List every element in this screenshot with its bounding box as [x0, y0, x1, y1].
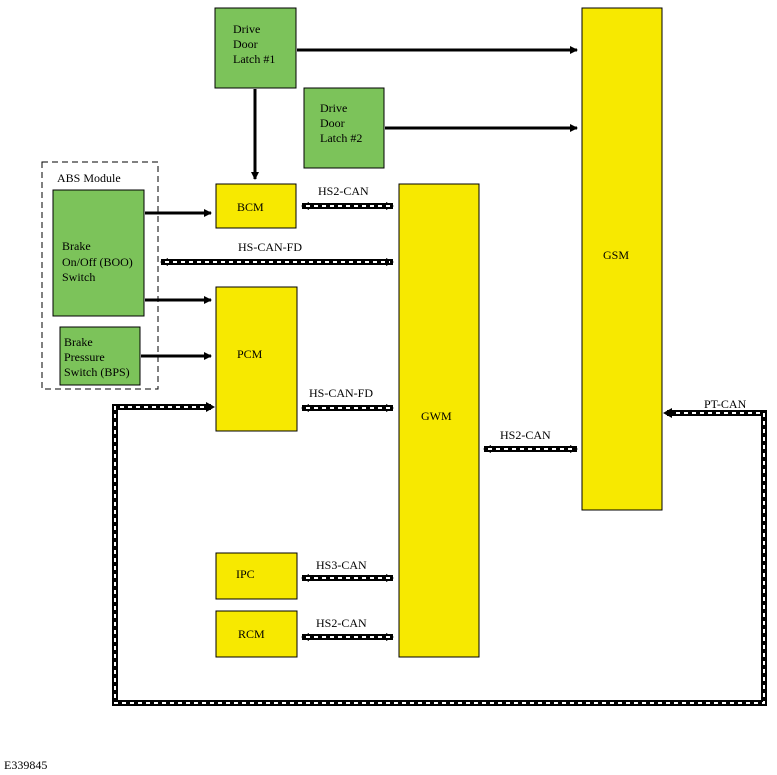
gwm-label: GWM [421, 409, 452, 423]
gsm-label: GSM [603, 248, 629, 262]
drive-door-latch-2-line-2: Door [320, 116, 345, 130]
pcm-label: PCM [237, 347, 263, 361]
boo-switch-line-1: Brake [62, 239, 91, 253]
bps-line-1: Brake [64, 335, 93, 349]
bps-module: Brake Pressure Switch (BPS) [59, 326, 141, 386]
boo-switch-line-2: On/Off (BOO) [62, 255, 133, 269]
rcm-label: RCM [238, 627, 265, 641]
boo-switch-line-3: Switch [62, 270, 95, 284]
boo-switch-module: Brake On/Off (BOO) Switch [52, 189, 145, 317]
abs-module-label: ABS Module [57, 171, 121, 185]
ipc-label: IPC [236, 567, 255, 581]
bus-label-pt-can: PT-CAN [704, 397, 747, 411]
drive-door-latch-2-line-1: Drive [320, 101, 347, 115]
drive-door-latch-1-line-3: Latch #1 [233, 52, 275, 66]
pcm-module: PCM [215, 286, 298, 432]
drive-door-latch-1-module: Drive Door Latch #1 [214, 7, 297, 89]
drive-door-latch-1-line-2: Door [233, 37, 258, 51]
bps-line-3: Switch (BPS) [64, 365, 130, 379]
bps-line-2: Pressure [64, 350, 105, 364]
bus-label-pcm-gwm: HS-CAN-FD [309, 386, 373, 400]
gsm-module: GSM [581, 7, 663, 511]
drive-door-latch-2-line-3: Latch #2 [320, 131, 362, 145]
hardwired-signals [141, 46, 578, 360]
figure-id: E339845 [4, 758, 47, 772]
pt-can-loop-bus [112, 402, 767, 706]
abs-module-group [41, 161, 159, 390]
bus-label-ipc-gwm: HS3-CAN [316, 558, 367, 572]
bus-label-bcm-gwm: HS2-CAN [318, 184, 369, 198]
bus-label-rcm-gwm: HS2-CAN [316, 616, 367, 630]
bcm-label: BCM [237, 200, 264, 214]
bus-label-gwm-gsm: HS2-CAN [500, 428, 551, 442]
bcm-module: BCM [215, 183, 297, 229]
bus-label-abs-gwm: HS-CAN-FD [238, 240, 302, 254]
drive-door-latch-2-module: Drive Door Latch #2 [303, 87, 385, 169]
gwm-module: GWM [398, 183, 480, 658]
drive-door-latch-1-line-1: Drive [233, 22, 260, 36]
rcm-module: RCM [215, 610, 298, 658]
ipc-module: IPC [215, 552, 298, 600]
can-bus-links [112, 202, 767, 706]
